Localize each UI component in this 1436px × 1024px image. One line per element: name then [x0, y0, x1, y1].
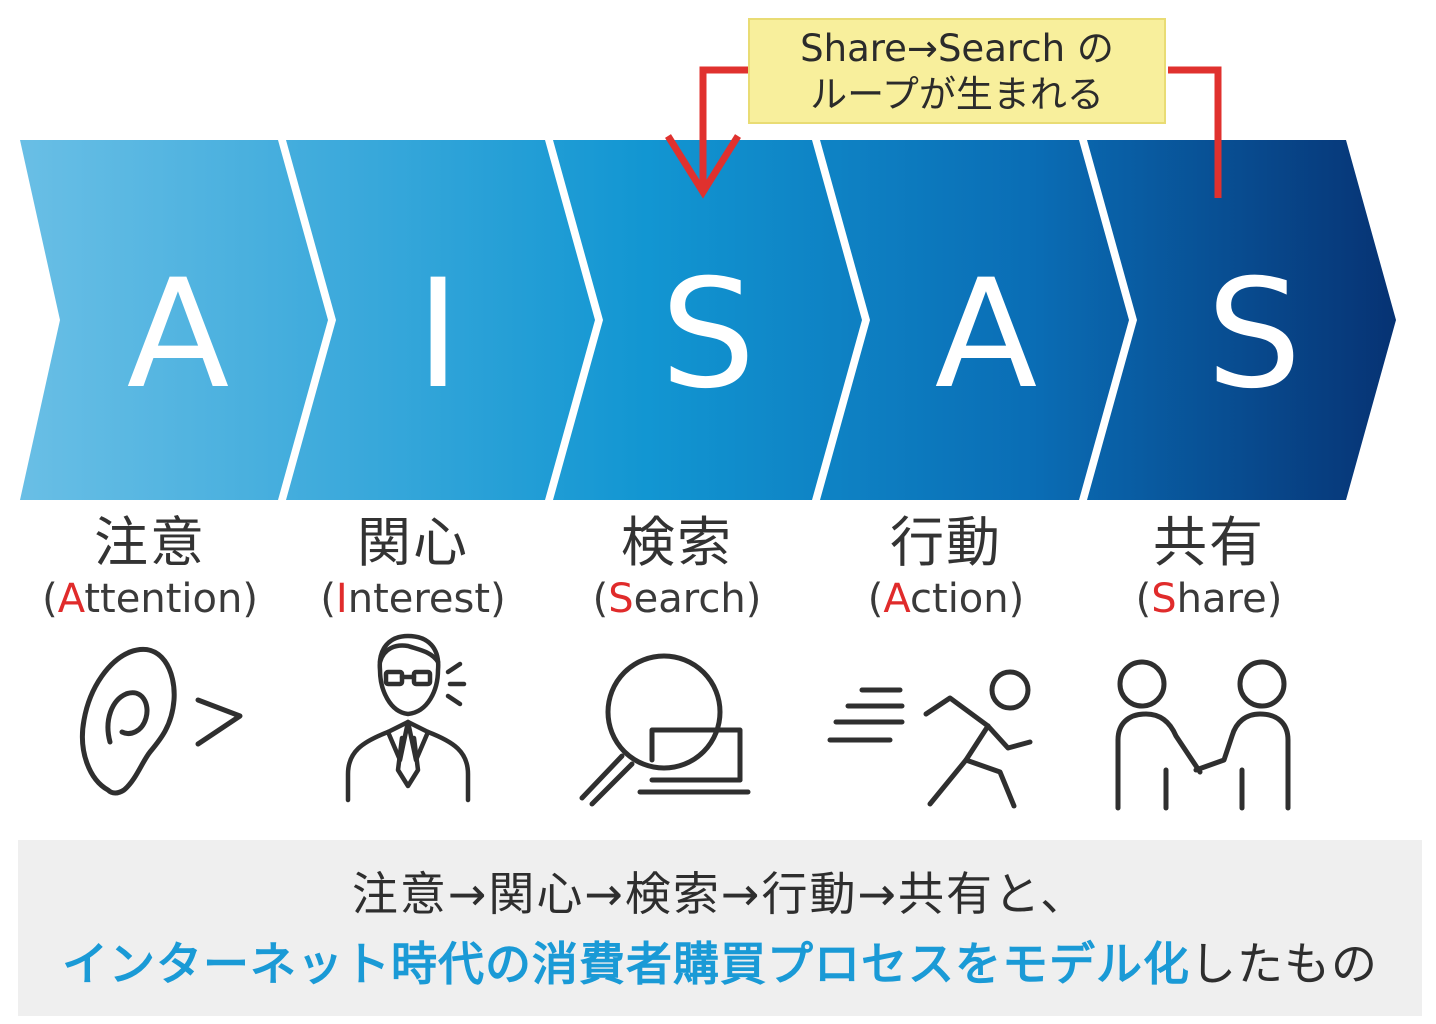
stage-label-en: (Interest): [278, 574, 548, 624]
running-person-icon: [827, 669, 1033, 809]
callout-line-1: Share→Search の: [800, 27, 1114, 70]
chevron-segment-4: [820, 140, 1129, 500]
stage-label-jp: 行動: [890, 511, 1002, 574]
paren: ): [745, 576, 762, 622]
stage-rest: hare: [1176, 576, 1267, 622]
paren: (: [867, 576, 884, 622]
stage-initial: S: [608, 576, 634, 622]
chevron-segment-3: [553, 140, 862, 500]
paren: (: [1135, 576, 1152, 622]
loop-callout: Share→Search の ループが生まれる: [748, 18, 1166, 124]
paren: (: [320, 576, 336, 622]
chevron-band: [20, 140, 1396, 500]
stage-rest: ction: [910, 576, 1009, 622]
businessman-icon: [345, 633, 471, 803]
callout-line-2: ループが生まれる: [810, 73, 1104, 116]
stage-letter: I: [416, 248, 460, 422]
stage-label-en: (Search): [542, 574, 812, 624]
stage-label-jp: 注意: [94, 511, 206, 574]
stage-label-jp: 共有: [1153, 511, 1265, 574]
stage-label-jp: 検索: [621, 511, 733, 574]
chevron-segment-5: [1087, 140, 1396, 500]
stage-label-en: (Attention): [15, 574, 285, 624]
paren: ): [1266, 576, 1283, 622]
handshake-people-icon: [1115, 659, 1291, 811]
stage-letter: S: [660, 248, 755, 422]
paren: (: [592, 576, 609, 622]
summary-line-1: 注意→関心→検索→行動→共有と、: [351, 867, 1089, 921]
loop-arrow: [665, 66, 1222, 199]
stage-rest: earch: [633, 576, 746, 622]
stage-letter: S: [1206, 248, 1301, 422]
ear-icon: [79, 647, 243, 796]
stage-label-jp: 関心: [357, 511, 469, 574]
stage-initial: A: [883, 576, 911, 622]
summary-line-2: インターネット時代の消費者購買プロセスをモデル化したもの: [18, 934, 1422, 994]
summary-rest: したもの: [1190, 937, 1378, 991]
stage-letter: A: [935, 248, 1038, 422]
stage-label-en: (Action): [811, 574, 1081, 624]
paren: ): [490, 576, 506, 622]
stage-initial: I: [335, 576, 348, 622]
summary-highlight: インターネット時代の消費者購買プロセスをモデル化: [62, 937, 1190, 991]
magnifier-laptop-icon: [579, 653, 751, 807]
paren: ): [242, 576, 258, 622]
summary-box: 注意→関心→検索→行動→共有と、 インターネット時代の消費者購買プロセスをモデル…: [18, 840, 1422, 1016]
stage-rest: ttention: [84, 576, 243, 622]
stage-letter: A: [127, 248, 230, 422]
chevron-segment-2: [286, 140, 595, 500]
stage-label-en: (Share): [1074, 574, 1344, 624]
stage-initial: A: [57, 576, 85, 622]
stage-initial: S: [1151, 576, 1177, 622]
paren: ): [1008, 576, 1025, 622]
chevron-segment-1: [20, 140, 328, 500]
stage-rest: nterest: [347, 576, 491, 622]
paren: (: [42, 576, 58, 622]
